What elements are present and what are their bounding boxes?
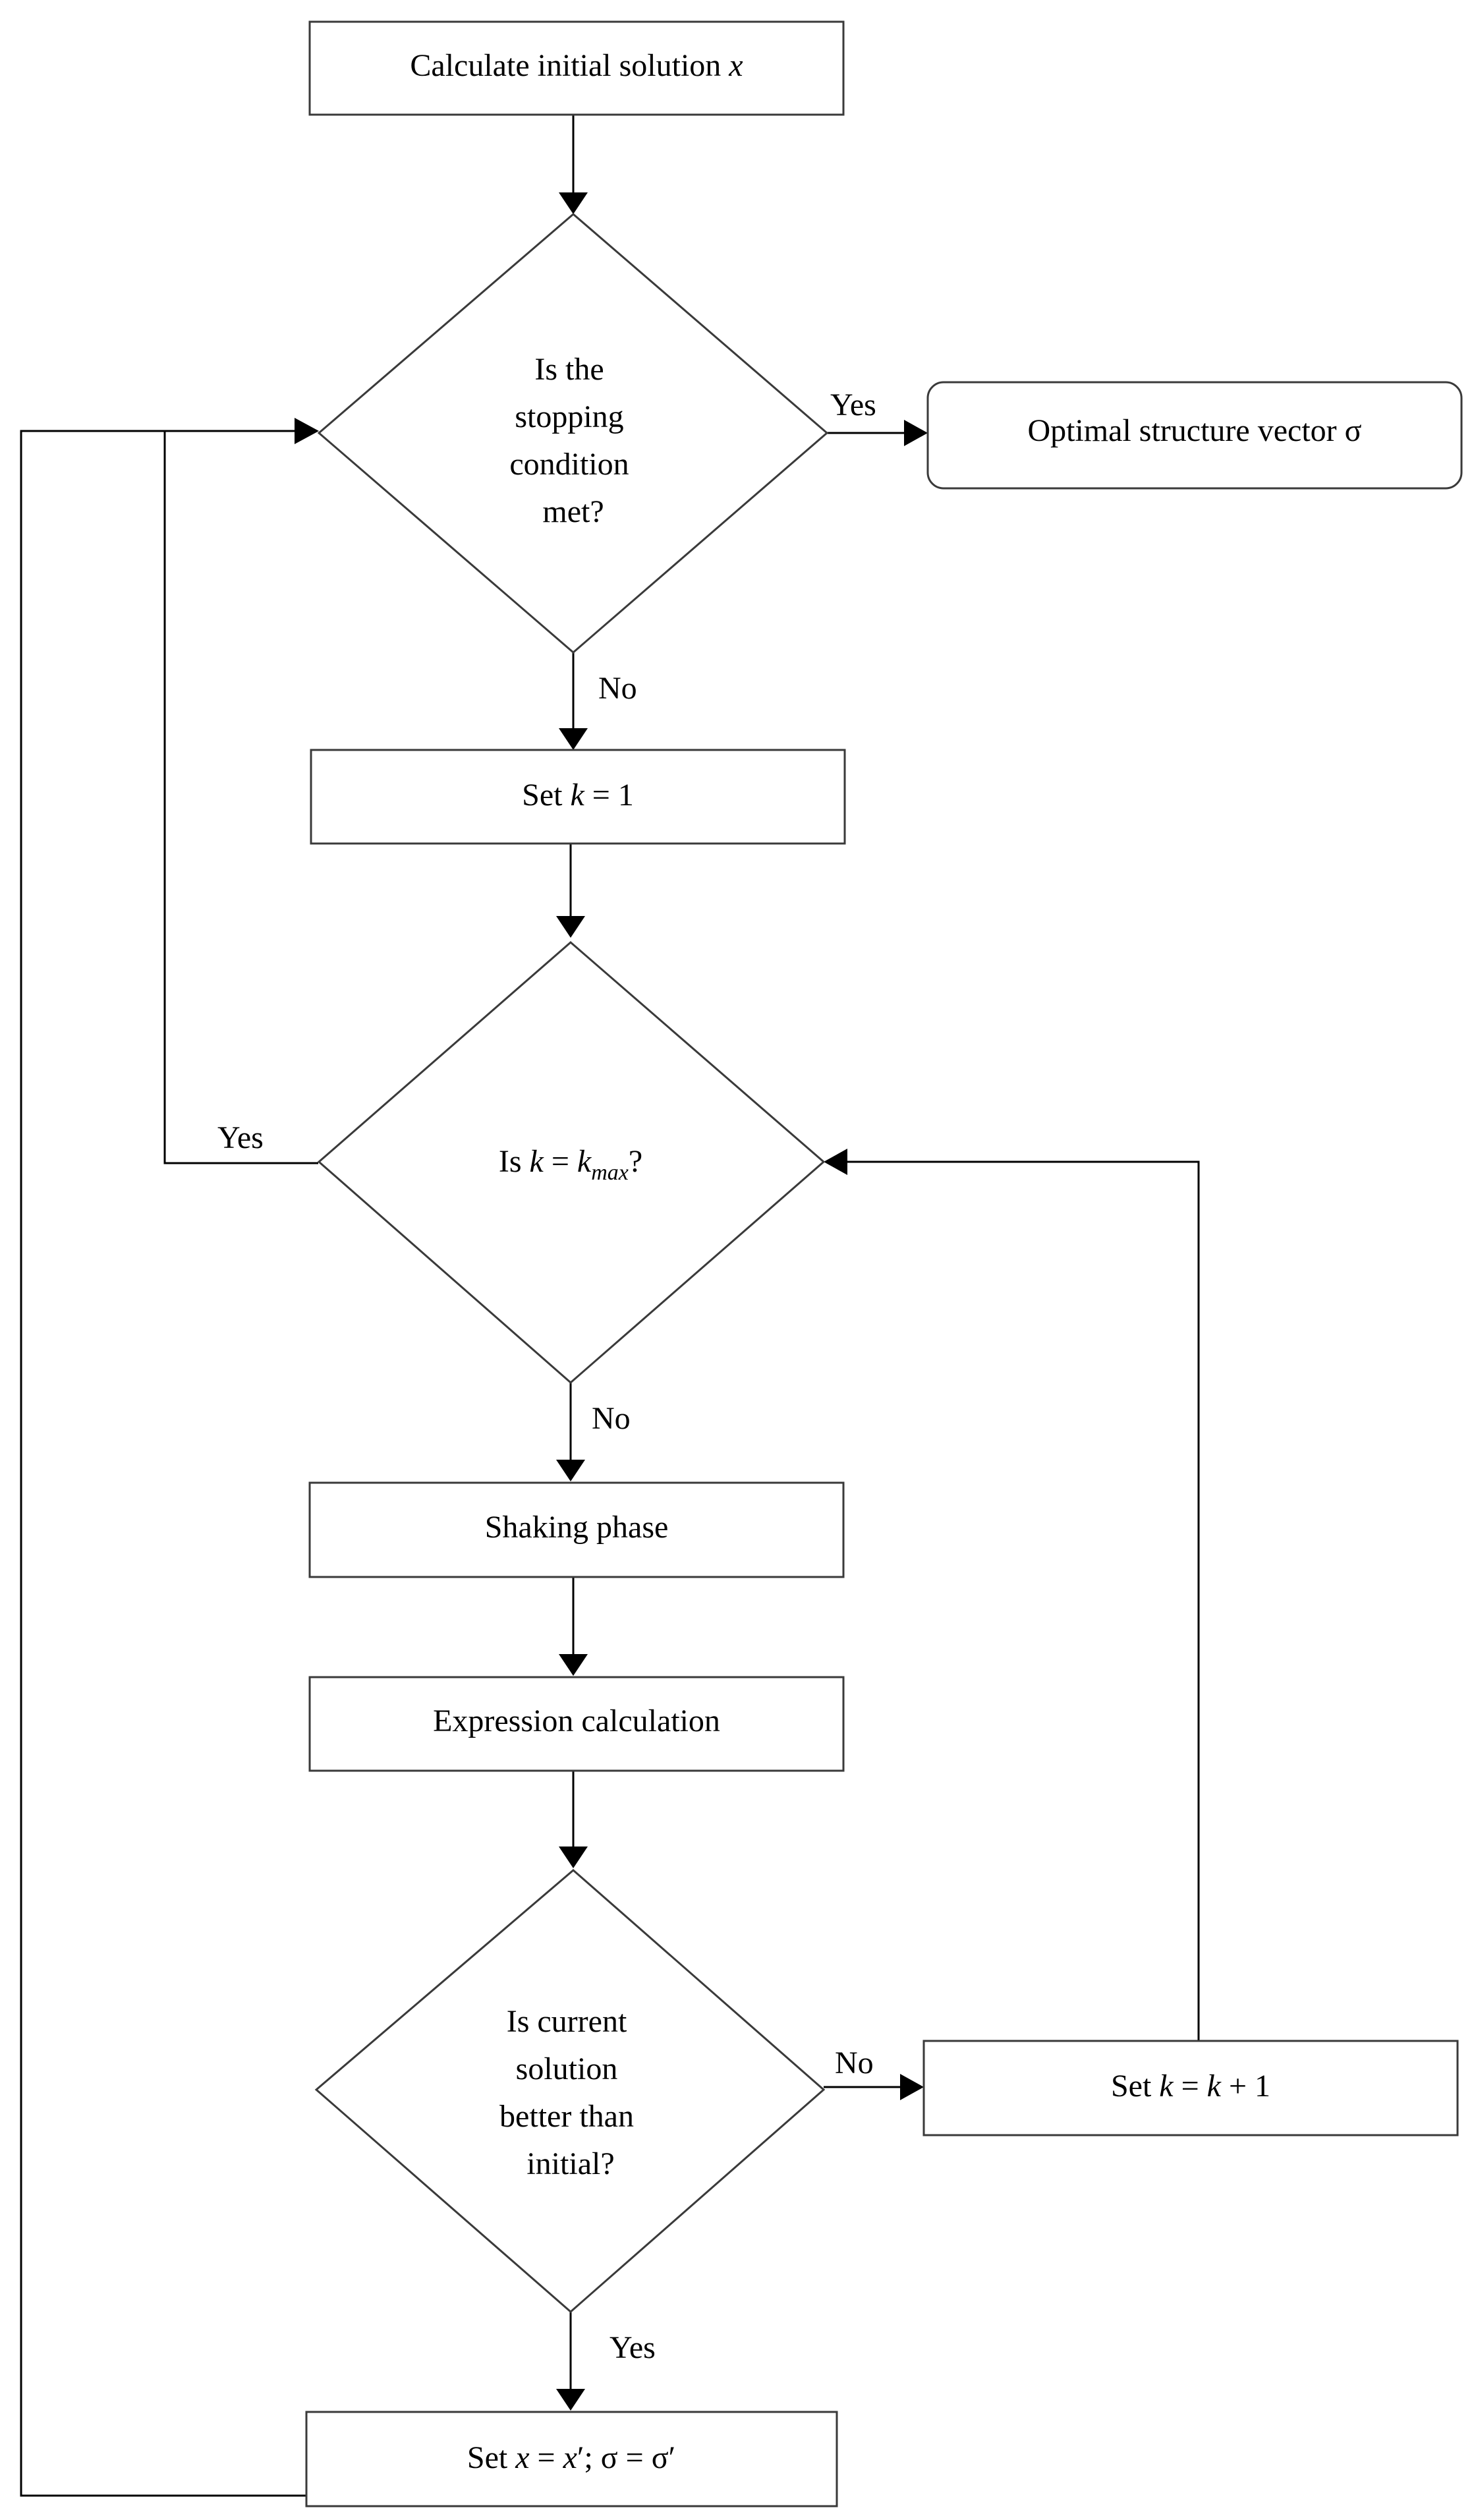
arrowhead (295, 418, 319, 444)
edge-update-to-stop-check (20, 430, 306, 2497)
node-start: Calculate initial solution x (308, 20, 845, 116)
node-better-check-label: Is current solution better than initial? (499, 2004, 642, 2181)
node-stop-check-label: Is the stopping condition met? (509, 352, 637, 529)
node-output-label: Optimal structure vector σ (1027, 413, 1361, 448)
arrowhead (559, 192, 588, 214)
terminal-box (926, 381, 1463, 490)
edge-label-kmax-yes: Yes (217, 1120, 264, 1155)
node-expression: Expression calculation (308, 1676, 845, 1772)
arrowhead (824, 1149, 847, 1175)
node-update: Set x = x′; σ = σ′ (305, 2411, 838, 2507)
decision-diamond (317, 941, 826, 1384)
process-box (922, 2040, 1459, 2136)
node-kmax-check-label: Is k = kmax? (499, 1144, 642, 1185)
edge-label-better-no: No (835, 2046, 874, 2080)
edge-label-kmax-no: No (592, 1401, 631, 1436)
decision-diamond (314, 1869, 826, 2313)
arrowhead (556, 1460, 585, 1481)
arrowhead (900, 2074, 924, 2100)
decision-diamond (317, 213, 829, 654)
arrowhead (556, 2389, 585, 2411)
edge-kmax-yes-to-stop-check (163, 430, 318, 1164)
node-increment-label: Set k = k + 1 (1111, 2069, 1270, 2104)
node-set-k1-label: Set k = 1 (522, 778, 634, 813)
node-stop-check: Is the stopping condition met? (317, 213, 829, 654)
node-shaking: Shaking phase (308, 1481, 845, 1578)
node-better-check: Is current solution better than initial? (314, 1869, 826, 2313)
edge-labels: Yes No Yes No No Yes (217, 387, 876, 2365)
process-box (308, 1481, 845, 1578)
edge-label-better-yes: Yes (609, 2330, 656, 2365)
node-shaking-label: Shaking phase (485, 1510, 669, 1545)
node-set-k1: Set k = 1 (310, 749, 846, 845)
arrowhead (559, 1654, 588, 1676)
process-box (308, 1676, 845, 1772)
node-start-label: Calculate initial solution x (410, 48, 743, 83)
process-box (310, 749, 846, 845)
node-update-label: Set x = x′; σ = σ′ (467, 2440, 675, 2475)
edge-label-stop-no: No (598, 671, 637, 706)
edge-label-stop-yes: Yes (830, 387, 876, 422)
node-increment: Set k = k + 1 (922, 2040, 1459, 2136)
node-kmax-check: Is k = kmax? (317, 941, 826, 1384)
arrowhead (559, 1847, 588, 1868)
node-expression-label: Expression calculation (433, 1704, 720, 1738)
node-output: Optimal structure vector σ (926, 381, 1463, 490)
edge-increment-to-kmax-check (847, 1160, 1200, 2041)
process-box (308, 20, 845, 116)
process-box (305, 2411, 838, 2507)
arrowhead (559, 728, 588, 750)
arrowhead (556, 916, 585, 938)
connectors (20, 115, 1200, 2497)
arrowhead (904, 420, 928, 446)
